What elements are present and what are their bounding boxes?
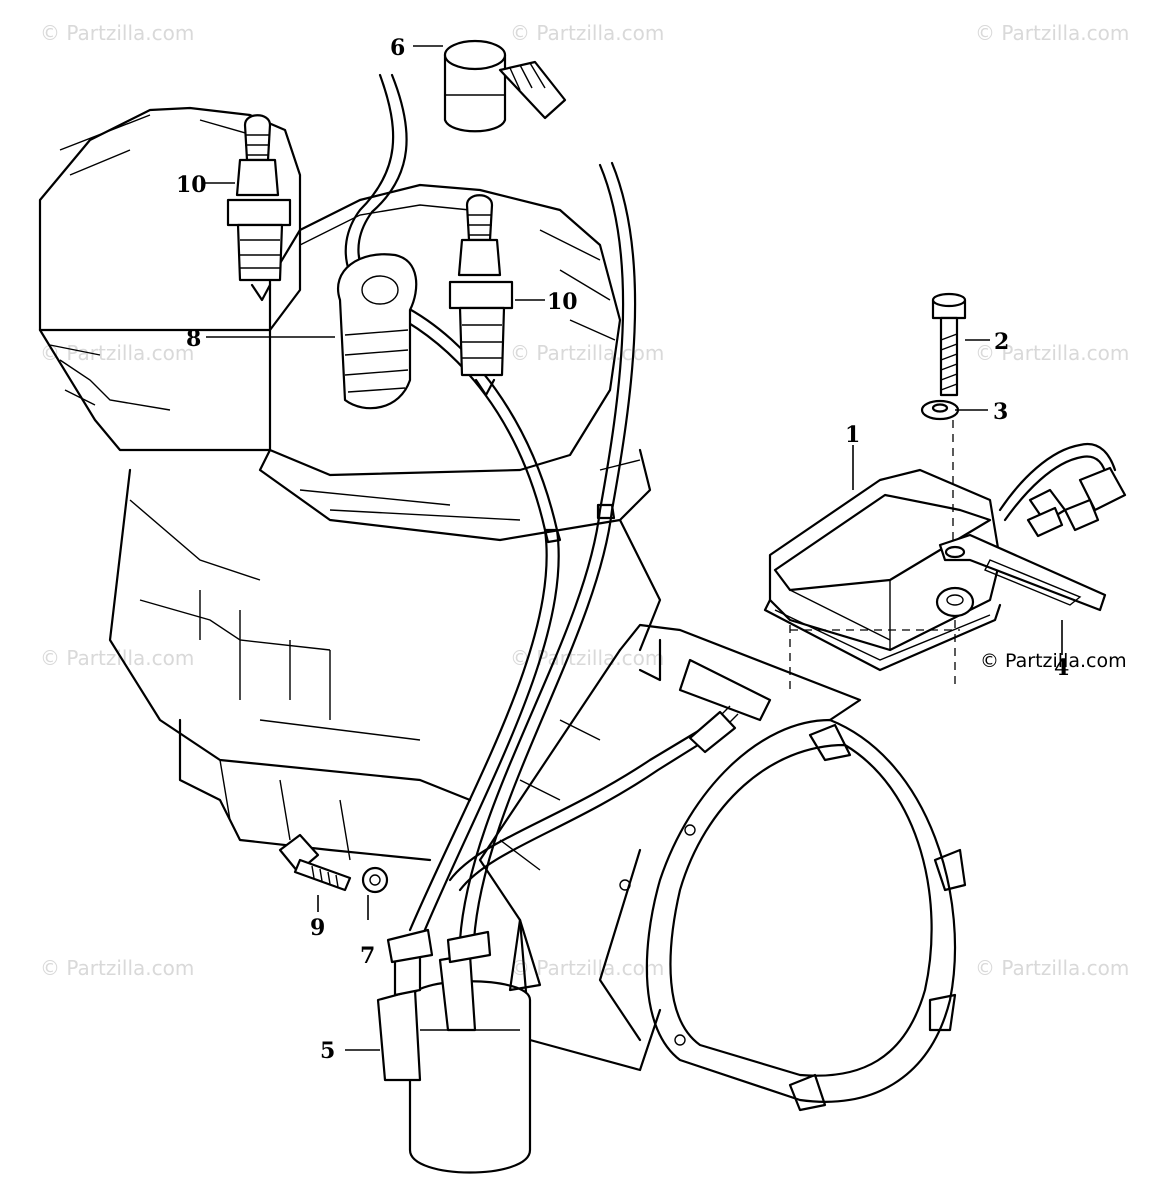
watermark: © Partzilla.com	[40, 956, 194, 980]
gearcase-housing	[478, 623, 967, 1112]
watermarks: © Partzilla.com © Partzilla.com © Partzi…	[40, 21, 1129, 980]
callout-9: 9	[310, 915, 325, 941]
part-8-wire-clamp	[337, 253, 418, 410]
watermark: © Partzilla.com	[40, 21, 194, 45]
callout-8: 8	[186, 326, 201, 352]
alignment-lines	[789, 420, 960, 690]
callout-10-left: 10	[176, 172, 207, 198]
part-2-bolt	[931, 292, 967, 397]
engine-cylinders	[38, 106, 662, 862]
callout-2: 2	[994, 329, 1009, 355]
part-10-spark-plug-right	[448, 194, 514, 397]
watermark: © Partzilla.com	[40, 341, 194, 365]
part-5-ignition-coil	[376, 918, 542, 1174]
callout-leaders	[205, 45, 1063, 1051]
callout-5: 5	[320, 1038, 335, 1064]
callout-1: 1	[845, 422, 860, 448]
part-7-lock-washer	[361, 866, 389, 894]
watermark: © Partzilla.com	[975, 956, 1129, 980]
callout-10-right: 10	[547, 289, 578, 315]
watermark: © Partzilla.com	[975, 341, 1129, 365]
ignition-wires	[344, 73, 739, 942]
part-1-ignition-module	[763, 442, 1127, 672]
part-6-plug-cap	[443, 39, 567, 133]
watermark: © Partzilla.com	[510, 21, 664, 45]
callout-7: 7	[360, 943, 375, 969]
part-3-washer	[920, 399, 960, 421]
callout-6: 6	[390, 35, 405, 61]
watermark: © Partzilla.com	[510, 341, 664, 365]
callout-4: 4	[1054, 655, 1069, 681]
callout-3: 3	[993, 399, 1008, 425]
part-10-spark-plug-left	[226, 114, 292, 302]
watermark: © Partzilla.com	[975, 21, 1129, 45]
watermark: © Partzilla.com	[510, 646, 664, 670]
copyright-text: © Partzilla.com	[980, 650, 1127, 672]
part-9-bolt	[278, 833, 352, 892]
callout-labels: 6 10 10 8 2 3 1 4 5 9 7	[176, 35, 1069, 1064]
